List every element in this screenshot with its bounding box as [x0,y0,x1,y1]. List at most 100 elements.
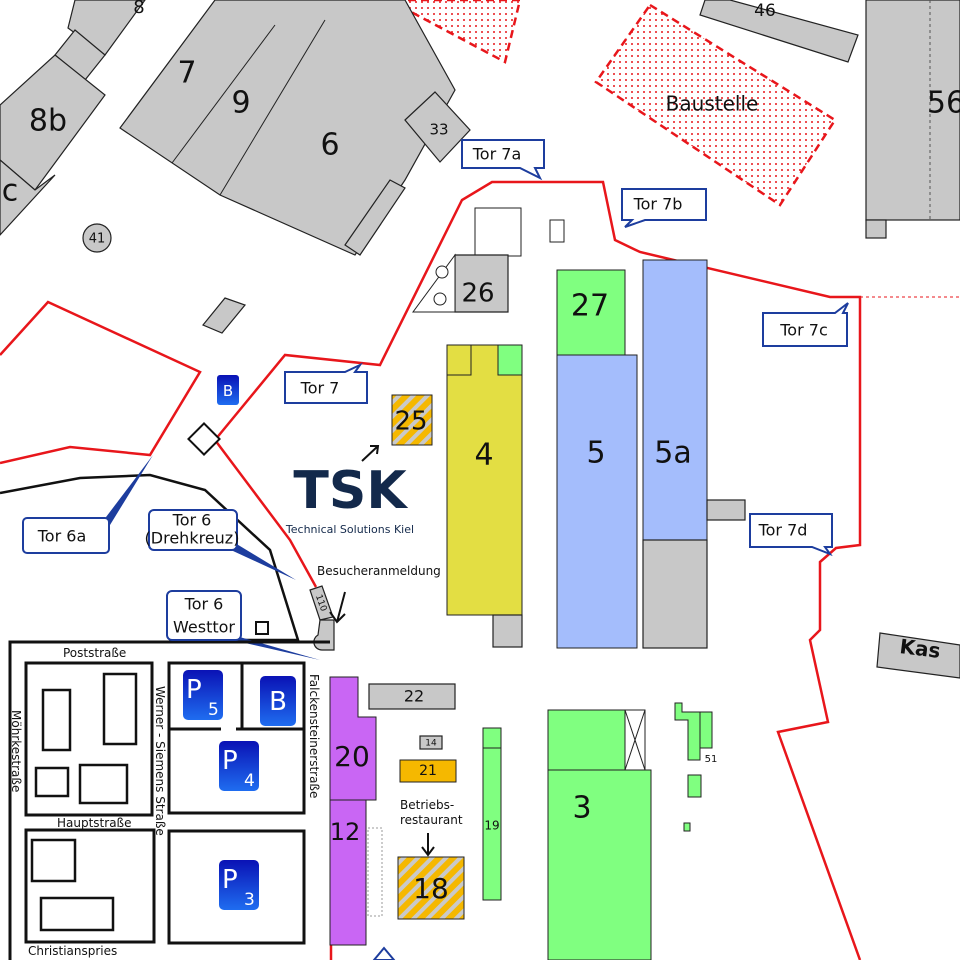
boundary-west [0,300,202,465]
building-7-9-6[interactable] [119,0,456,256]
building-18[interactable] [397,856,465,920]
arrow-icon [329,591,346,624]
parking-p4-icon[interactable]: P 4 [219,741,259,791]
gate-tor-6-drehkreuz[interactable]: Tor 6 (Drehkreuz) [145,509,240,551]
parking-block-p3 [167,829,306,945]
label-c: c [2,174,19,209]
building-51-part [699,711,713,749]
parking-block-p5-p4 [167,661,306,815]
label-9: 9 [231,86,250,121]
building-56[interactable] [865,0,960,221]
label-14: 14 [425,739,437,749]
gate-tor-6a[interactable]: Tor 6a [22,517,110,554]
gate-label: Tor 7a [472,145,522,164]
gate-tor-6-westtor[interactable]: Tor 6 Westtor [166,590,242,641]
parking-p3-icon[interactable]: P 3 [219,860,259,910]
gate-label: Tor 7b [633,195,683,214]
label-26: 26 [461,279,494,309]
gate-label: Tor 7c [779,321,827,340]
building-51-part [683,822,691,832]
label-19: 19 [484,819,499,833]
gate-tor-7[interactable]: Tor 7 [284,362,368,404]
parking-number: 3 [244,890,255,910]
label-18: 18 [413,872,449,905]
label-56: 56 [927,86,960,121]
building-46[interactable] [699,0,859,63]
logo-name: TSK [293,461,408,521]
tank-icon [433,292,447,306]
building-4[interactable] [446,344,523,616]
label-5: 5 [586,436,605,471]
building-6-annex [344,179,406,256]
building-21[interactable] [399,759,457,783]
building-51[interactable] [674,702,701,761]
building-5a[interactable] [642,259,708,541]
street-block [24,828,156,944]
label-betriebsrestaurant-1: Betriebs- [400,798,454,812]
building-33[interactable] [404,91,471,163]
label-27: 27 [571,289,609,324]
street-moehrkestrasse: Möhrkestraße [9,710,23,792]
parking-p5-icon[interactable]: P 5 [183,670,223,720]
building-4-annex [492,614,523,648]
street-block-outline [8,640,330,960]
visitor-registration-building[interactable] [313,619,335,651]
label-7: 7 [177,56,196,91]
label-kas: Kas [898,634,942,663]
bus-parking-icon[interactable]: B [260,676,296,726]
building-kas[interactable] [876,632,960,679]
divider [219,19,326,196]
label-41: 41 [89,232,106,247]
small-structure [549,219,565,243]
gate-tor-7c[interactable]: Tor 7c [762,302,849,347]
building-56-annex [865,219,887,239]
boundary-gate6 [214,439,318,588]
building-outline [102,672,138,746]
small-building [202,297,247,334]
gate-label: Tor 7d [758,521,808,540]
logo-tagline: Technical Solutions Kiel [285,523,414,536]
building-27[interactable] [556,269,626,356]
building-12[interactable] [329,799,367,946]
construction-zone-top [393,0,522,64]
building-4-part [446,344,472,376]
site-boundary [214,180,862,960]
label-25: 25 [394,407,427,437]
parking-letter: P [222,865,238,895]
label-baustelle: Baustelle [666,92,759,116]
label-12: 12 [330,818,361,846]
bus-stop-icon[interactable]: B [217,375,239,405]
building-4-part [497,344,523,376]
parking-letter: P [222,746,238,776]
building-19[interactable] [482,727,502,901]
label-20: 20 [334,740,370,773]
gate-tor-7b[interactable]: Tor 7b [621,188,707,228]
gate-tor-7d[interactable]: Tor 7d [749,513,833,557]
gate-callout-partial [372,946,396,960]
street-christianspries: Christianspries [28,944,117,958]
building-19-part [482,727,502,749]
bus-letter: B [269,687,287,717]
arrow-icon [361,445,380,462]
gate6-outline [0,473,300,642]
label-6: 6 [320,128,339,163]
gate-sublabel: Westtor [173,618,235,637]
gate-sublabel: (Drehkreuz) [145,529,240,548]
building-outline [34,766,70,798]
gate-wedge-6a [100,455,153,525]
building-41[interactable] [82,223,112,253]
parking-number: 4 [244,771,255,791]
gate-label: Tor 7 [300,379,340,398]
label-4: 4 [474,438,493,473]
building-51-part [687,774,702,798]
gate-tor-7a[interactable]: Tor 7a [461,139,545,181]
label-besucheranmeldung: Besucheranmeldung [317,564,441,578]
building-14[interactable] [419,735,443,750]
building-5[interactable] [556,354,638,649]
building-8b[interactable] [0,54,106,191]
building-c[interactable] [0,159,56,236]
building-25[interactable] [391,394,433,446]
building-22[interactable] [368,683,456,710]
tsk-logo: TSK Technical Solutions Kiel [285,461,414,536]
